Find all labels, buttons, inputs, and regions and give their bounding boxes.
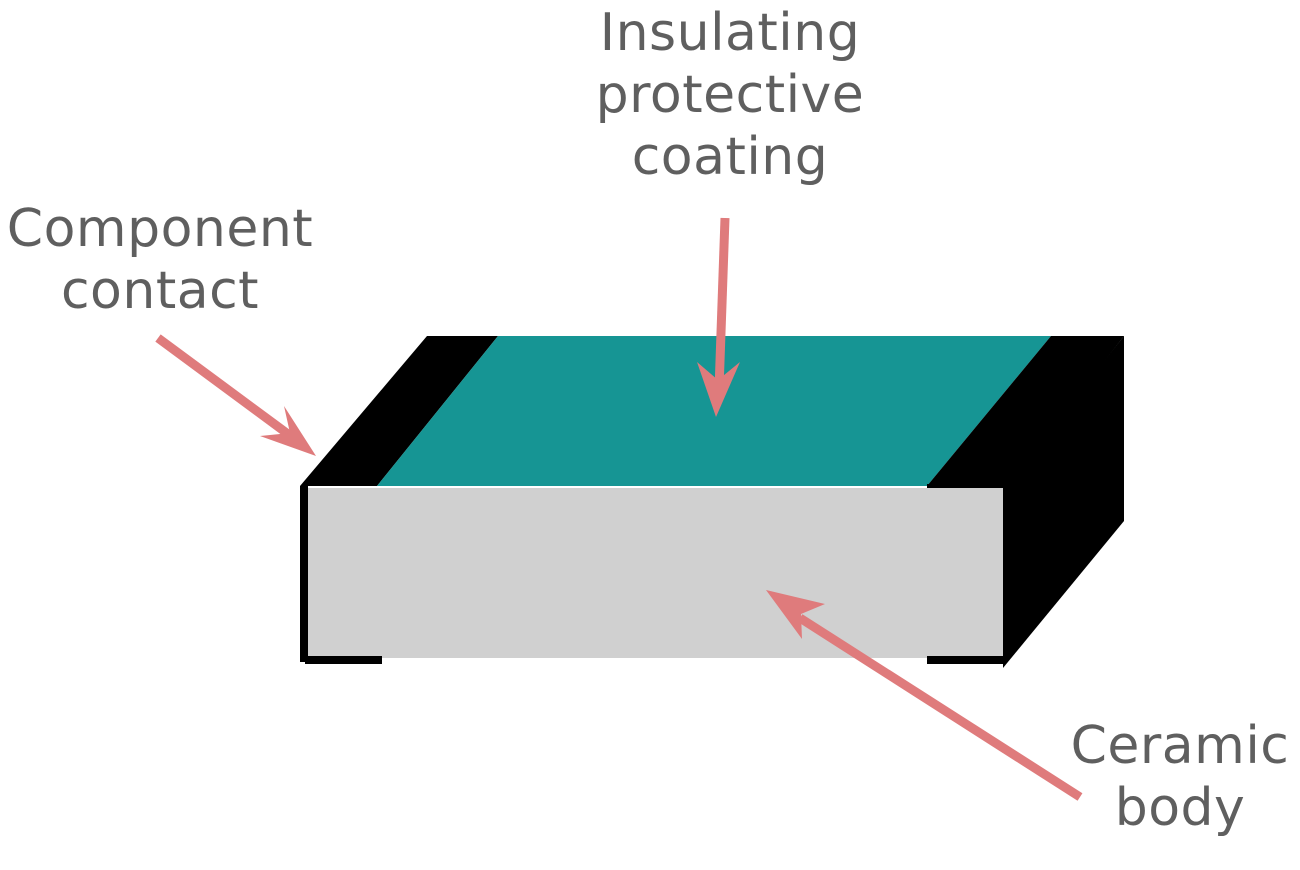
label-line: protective <box>595 65 865 125</box>
label-line: Ceramic <box>1070 716 1290 776</box>
label-line: Component <box>6 199 314 259</box>
label-protective-coating: Insulating protective coating <box>560 2 900 188</box>
label-line: body <box>1114 778 1246 838</box>
label-line: coating <box>631 127 829 187</box>
arrow-ceramic <box>766 590 1083 801</box>
left-contact-top <box>300 336 498 486</box>
right-contact-bottom <box>927 656 1005 664</box>
right-contact-side <box>1003 336 1124 668</box>
label-line: contact <box>60 261 260 321</box>
left-contact-bottom <box>305 656 382 664</box>
left-contact-front-edge <box>300 486 308 662</box>
label-ceramic-body: Ceramic body <box>1060 715 1300 839</box>
label-component-contact: Component contact <box>0 198 320 322</box>
arrow-coating <box>697 217 740 417</box>
arrow-contact <box>155 334 316 456</box>
ceramic-body-front <box>308 488 1003 658</box>
right-contact-top <box>927 336 1124 492</box>
label-line: Insulating <box>599 3 861 63</box>
